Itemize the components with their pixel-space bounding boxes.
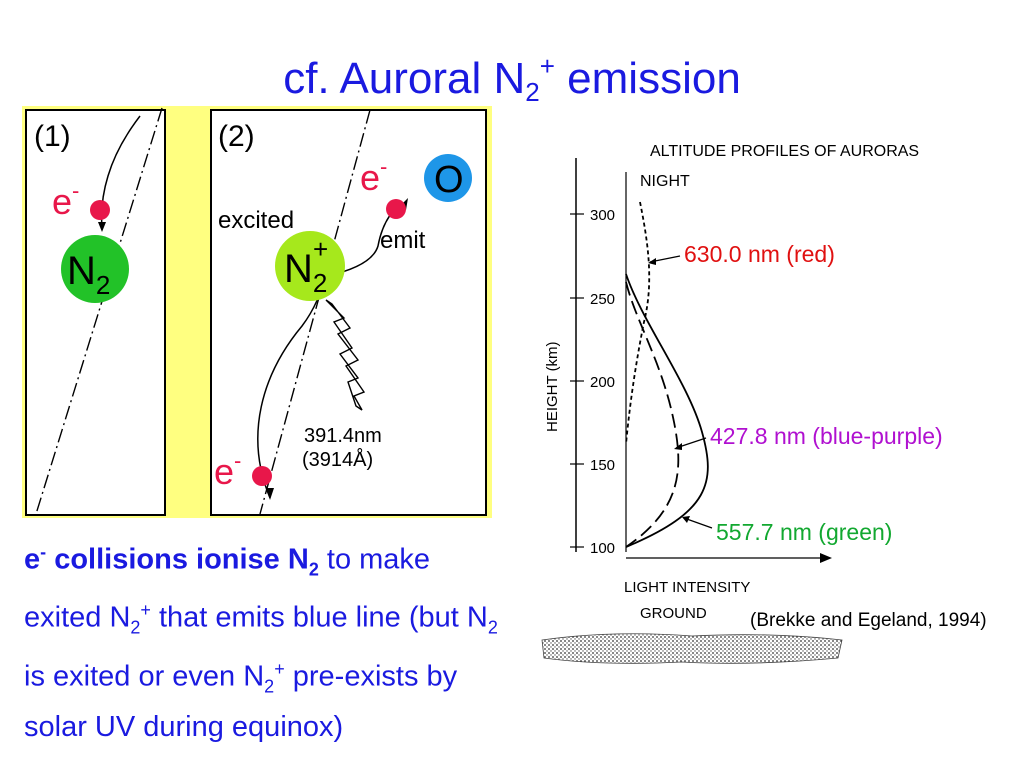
wavelength-nm-label: 391.4nm — [304, 425, 382, 447]
profile-title: ALTITUDE PROFILES OF AURORAS — [650, 143, 919, 160]
panel-2-track — [259, 109, 371, 515]
label-5577nm: 557.7 nm (green) — [716, 519, 892, 545]
excited-label: excited — [218, 207, 294, 234]
night-label: NIGHT — [640, 173, 690, 190]
x-axis-label: LIGHT INTENSITY — [624, 579, 750, 596]
svg-text:250: 250 — [590, 291, 615, 308]
pointer-5577nm — [683, 517, 713, 529]
curve-630nm — [625, 201, 651, 445]
arrow-head-icon — [648, 258, 656, 265]
panel-2-electron-bottom-label: e- — [214, 448, 241, 492]
collision-diagram: (1) e- N2 (2) e- e- O excited emit N2+ 3… — [22, 106, 492, 518]
electron-dot-icon — [90, 200, 110, 220]
arrow-head-icon — [682, 516, 690, 523]
svg-text:200: 200 — [590, 374, 615, 391]
curve-5577nm — [625, 273, 709, 548]
emit-label: emit — [380, 227, 426, 254]
wavelength-angstrom-label: (3914Å) — [302, 448, 373, 471]
svg-text:150: 150 — [590, 457, 615, 474]
curve-4278nm — [625, 281, 680, 548]
panel-2-emit-path — [326, 209, 395, 277]
source-citation: (Brekke and Egeland, 1994) — [750, 610, 987, 631]
photon-emission-icon — [325, 299, 366, 411]
slide-title: cf. Auroral N2+ emission — [283, 51, 741, 107]
svg-text:300: 300 — [590, 207, 615, 224]
arrow-head-icon — [674, 443, 682, 450]
panel-1-label: (1) — [34, 120, 71, 153]
electron-dot-icon — [386, 199, 406, 219]
panel-1-frame — [25, 109, 166, 516]
y-tick-150: 150 — [570, 457, 615, 474]
arrow-head-icon — [98, 222, 106, 232]
ground-surface — [541, 633, 843, 664]
y-axis-label: HEIGHT (km) — [544, 341, 561, 432]
panel-2-label: (2) — [218, 120, 255, 153]
electron-dot-icon — [252, 466, 272, 486]
panel-1-electron-label: e- — [52, 178, 79, 222]
panel-2-electron-top-label: e- — [360, 154, 387, 198]
label-630nm: 630.0 nm (red) — [684, 241, 835, 267]
ground-label: GROUND — [640, 605, 707, 622]
n2-ion-icon — [275, 231, 345, 301]
y-tick-200: 200 — [570, 374, 615, 391]
y-tick-300: 300 — [570, 207, 615, 224]
slide-caption: e- collisions ionise N2 to make exited N… — [24, 542, 498, 744]
arrow-head-icon — [820, 553, 832, 563]
y-tick-100: 100 — [570, 540, 615, 557]
arrow-head-icon — [266, 488, 274, 500]
panel-1-track — [35, 107, 163, 515]
oxygen-atom-icon — [424, 154, 472, 202]
label-4278nm: 427.8 nm (blue-purple) — [710, 423, 943, 449]
svg-text:100: 100 — [590, 540, 615, 557]
n2-molecule-label: N2 — [67, 249, 110, 300]
altitude-profile-figure: ALTITUDE PROFILES OF AURORAS NIGHT 300 2… — [532, 132, 1016, 672]
y-tick-250: 250 — [570, 291, 615, 308]
oxygen-label: O — [434, 159, 464, 201]
n2-ion-label: N2+ — [284, 234, 328, 298]
n2-molecule-icon — [61, 235, 129, 303]
